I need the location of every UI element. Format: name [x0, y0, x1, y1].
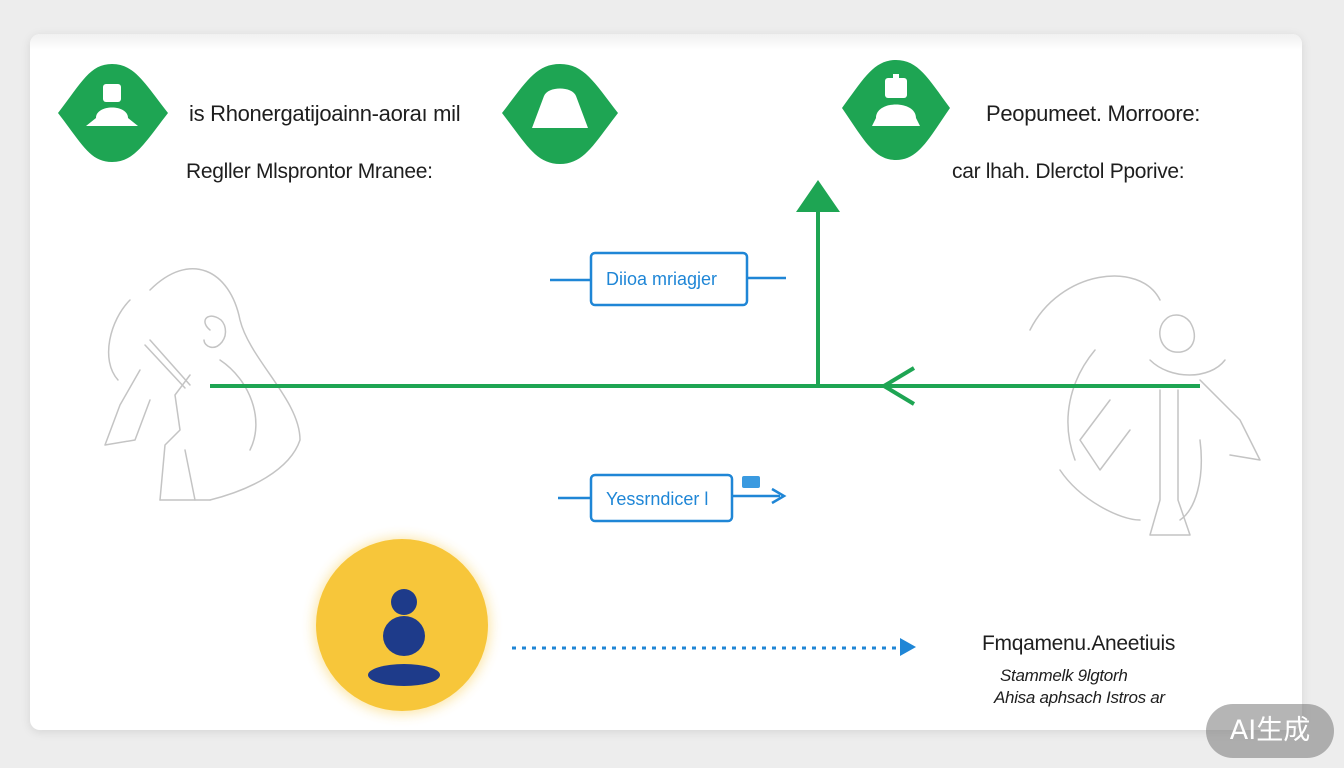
middle-badge: [502, 64, 618, 164]
top-right-subtitle: car lhah. Dlerctol Pporive:: [952, 160, 1185, 183]
right-badge: [842, 60, 950, 160]
dotted-arrow: [512, 638, 916, 656]
lower-label-text: Yessrndicer l: [606, 489, 709, 509]
frame-top-bar: [30, 34, 1302, 50]
up-arrowhead: [796, 180, 840, 212]
bottom-right-title: Fmqamenu.Aneetiuis: [982, 632, 1176, 655]
small-blue-tag: [742, 476, 760, 488]
upper-label-box: [589, 251, 749, 307]
top-right-title: Peopumeet. Morroore:: [986, 101, 1201, 126]
person-stack-icon: [368, 589, 440, 686]
lower-label-box: [589, 473, 734, 523]
green-connectors: [210, 180, 1200, 406]
lower-label-connector: [558, 473, 787, 523]
bottom-badge: [314, 538, 490, 714]
left-sketch-figure: [104, 268, 301, 501]
upper-label-connector: [550, 251, 786, 307]
right-sketch-figure: [1029, 275, 1261, 536]
upper-label-text: Diioa mriagjer: [606, 269, 718, 289]
person-bell-icon: [86, 84, 138, 126]
bottom-right-line1: Stammelk 9lgtorh: [1000, 666, 1128, 685]
top-left-subtitle: Regller Mlsprontor Mranee:: [186, 160, 433, 183]
bottom-right-line2: Ahisa aphsach Istros ar: [994, 688, 1165, 707]
top-left-title: is Rhonergatijoainn-aoraı mil: [189, 101, 461, 126]
left-badge: [58, 64, 168, 162]
ai-generated-watermark: AI生成: [1206, 704, 1334, 758]
person-bell-icon: [872, 74, 920, 126]
bell-icon: [532, 88, 588, 128]
left-arrowhead: [882, 366, 916, 406]
